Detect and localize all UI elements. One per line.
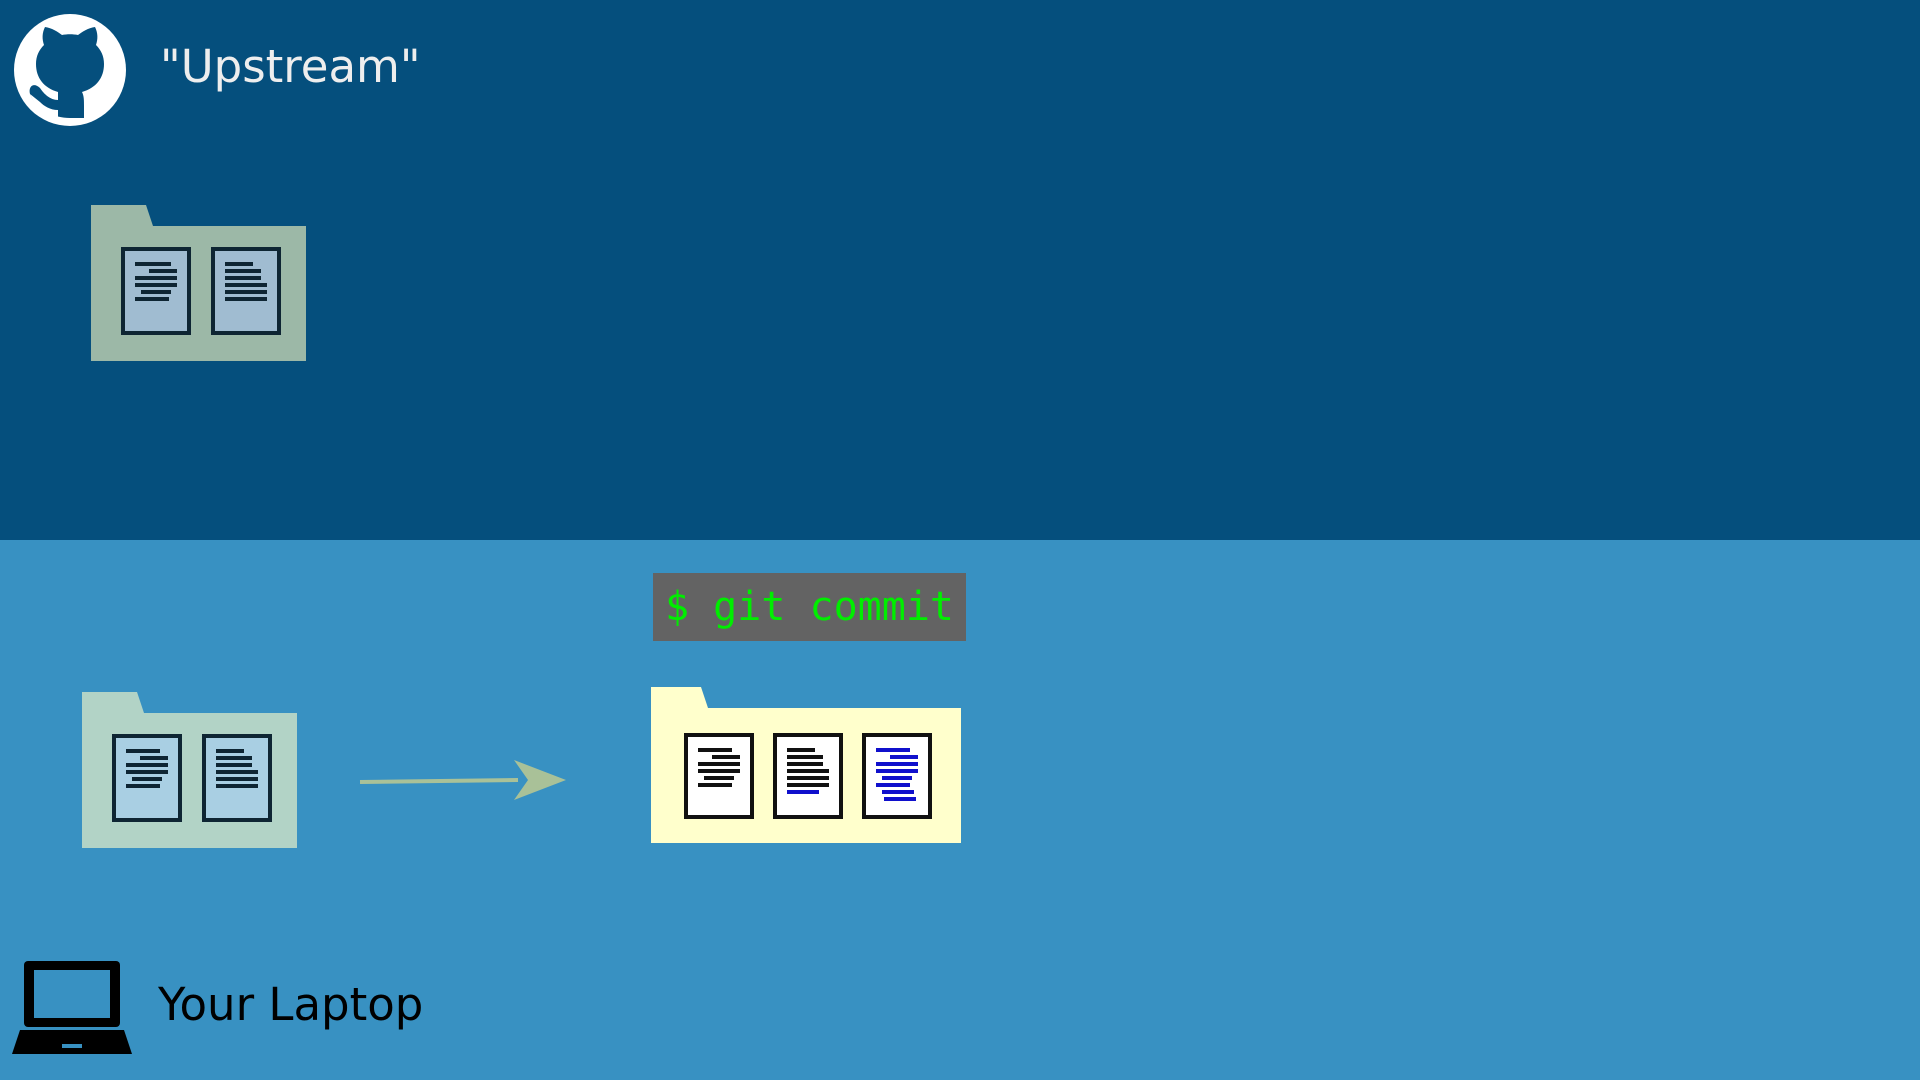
document-icon <box>202 734 272 822</box>
document-icon <box>121 247 191 335</box>
upstream-label: "Upstream" <box>160 40 421 93</box>
laptop-region: $ git commit <box>0 540 1920 1080</box>
working-folder <box>82 692 297 848</box>
laptop-icon <box>12 961 132 1054</box>
github-icon <box>14 14 126 126</box>
git-commit-command: $ git commit <box>653 573 966 641</box>
new-document-icon <box>862 733 932 819</box>
upstream-folder <box>91 205 306 361</box>
upstream-region: "Upstream" <box>0 0 1920 540</box>
commit-arrow <box>359 760 566 800</box>
document-icon <box>684 733 754 819</box>
laptop-label: Your Laptop <box>158 978 424 1031</box>
commit-folder <box>651 687 961 843</box>
document-icon <box>773 733 843 819</box>
document-icon <box>112 734 182 822</box>
document-icon <box>211 247 281 335</box>
